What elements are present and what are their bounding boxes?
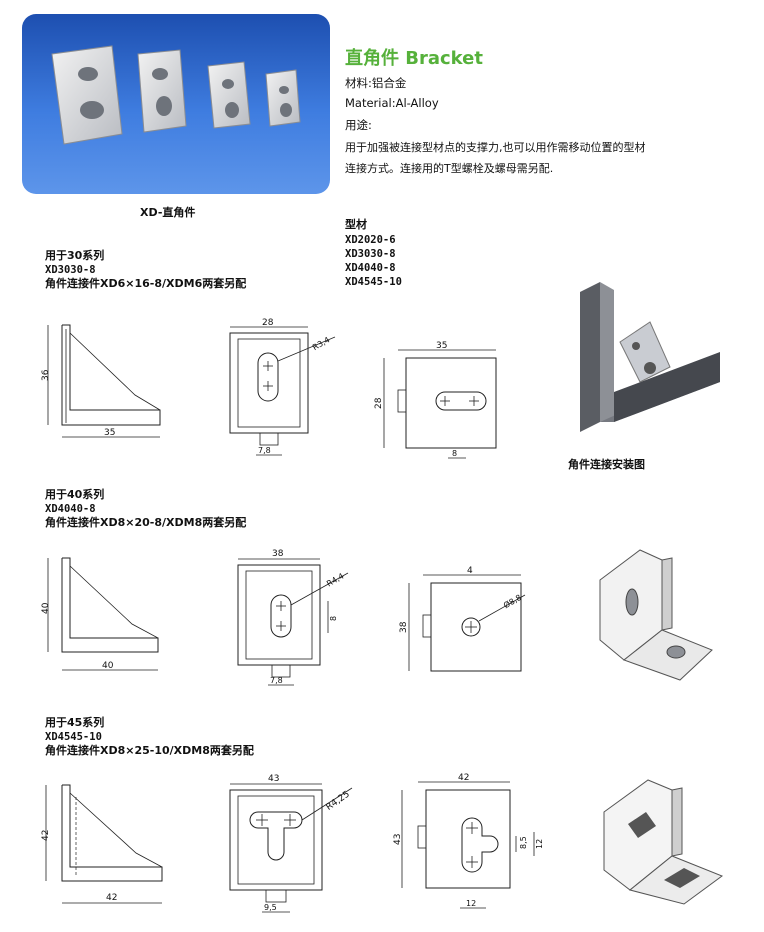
photo-bracket-tiny <box>265 69 301 127</box>
series40-front-view: 38 R4,4 8 7,8 <box>237 549 349 686</box>
series30-note: 角件连接件XD6×16-8/XDM6两套另配 <box>45 277 247 290</box>
series40-side-w: 40 <box>102 661 114 671</box>
profiles-label: 型材 <box>345 218 367 231</box>
series30-radius: R3,4 <box>311 335 331 352</box>
series45-side-view: 42 42 <box>41 784 163 904</box>
series30-front-view: 28 R3,4 7,8 <box>229 318 336 456</box>
install-caption: 角件连接安装图 <box>568 458 645 471</box>
usage-label: 用途: <box>345 118 372 132</box>
material-en: Material:Al-Alloy <box>345 96 439 110</box>
series45-iso-illustration <box>603 779 724 905</box>
series30-top-slot: 8 <box>452 449 457 458</box>
usage-line-1: 用于加强被连接型材点的支撑力,也可以用作需移动位置的型材 <box>345 141 646 154</box>
series45-top-w: 42 <box>458 773 469 783</box>
series45-side-h: 42 <box>41 830 51 841</box>
photo-bracket-medium <box>137 49 187 133</box>
series40-top-w: 4 <box>467 566 473 576</box>
profile-item-4: XD4545-10 <box>345 276 402 288</box>
series45-front-view: 43 R4,25 9,5 <box>229 774 353 913</box>
bracket-photo-illustration <box>51 45 301 145</box>
series30-side-view: 36 35 <box>41 324 161 438</box>
series45-small-v2: 12 <box>535 839 544 849</box>
series40-top-view: 4 38 Ø8,8 <box>399 566 526 672</box>
series45-model: XD4545-10 <box>45 731 102 743</box>
series30-top-h: 28 <box>374 397 384 409</box>
series45-front-w: 43 <box>268 774 279 784</box>
series30-slot: 7,8 <box>258 446 271 455</box>
series40-note: 角件连接件XD8×20-8/XDM8两套另配 <box>45 516 247 529</box>
series40-iso-illustration <box>599 549 713 681</box>
series40-side-h: 40 <box>41 602 51 614</box>
series45-top-h: 43 <box>393 834 403 845</box>
series40-radius: R4,4 <box>325 571 345 588</box>
series45-heading: 用于45系列 <box>45 716 105 729</box>
series40-hole: Ø8,8 <box>502 592 523 610</box>
profile-item-1: XD2020-6 <box>345 234 396 246</box>
series45-top-view: 42 43 8,5 12 12 <box>393 773 544 909</box>
series45-top-slot: 12 <box>466 899 476 908</box>
photo-bracket-large <box>51 45 123 145</box>
series40-top-h: 38 <box>399 621 409 633</box>
series30-top-w: 35 <box>436 341 447 351</box>
series45-note: 角件连接件XD8×25-10/XDM8两套另配 <box>45 744 254 757</box>
series40-front-w: 38 <box>272 549 284 559</box>
series30-heading: 用于30系列 <box>45 249 105 262</box>
series40-slot-v: 8 <box>329 616 338 621</box>
series45-small-v: 8,5 <box>519 836 528 849</box>
material-cn: 材料:铝合金 <box>345 76 407 90</box>
profile-item-3: XD4040-8 <box>345 262 396 274</box>
series30-top-view: 35 28 8 <box>374 341 497 459</box>
series30-side-h: 36 <box>41 369 51 381</box>
photo-caption: XD-直角件 <box>140 206 196 219</box>
series40-heading: 用于40系列 <box>45 488 105 501</box>
series30-front-w: 28 <box>262 318 274 328</box>
series45-slot: 9,5 <box>264 903 277 912</box>
product-photo <box>22 14 330 194</box>
series30-side-w: 35 <box>104 428 115 438</box>
series30-model: XD3030-8 <box>45 264 96 276</box>
series40-slot: 7,8 <box>270 676 283 685</box>
series40-side-view: 40 40 <box>41 557 159 671</box>
series45-radius: R4,25 <box>325 790 352 813</box>
series40-model: XD4040-8 <box>45 503 96 515</box>
usage-line-2: 连接方式。连接用的T型螺栓及螺母需另配. <box>345 162 554 175</box>
photo-bracket-small <box>207 61 251 129</box>
install-illustration <box>580 282 720 432</box>
profile-item-2: XD3030-8 <box>345 248 396 260</box>
usage-text: 用于加强被连接型材点的支撑力,也可以用作需移动位置的型材 连接方式。连接用的T型… <box>345 137 745 179</box>
page-title: 直角件 Bracket <box>345 48 483 69</box>
series45-side-w: 42 <box>106 893 117 903</box>
